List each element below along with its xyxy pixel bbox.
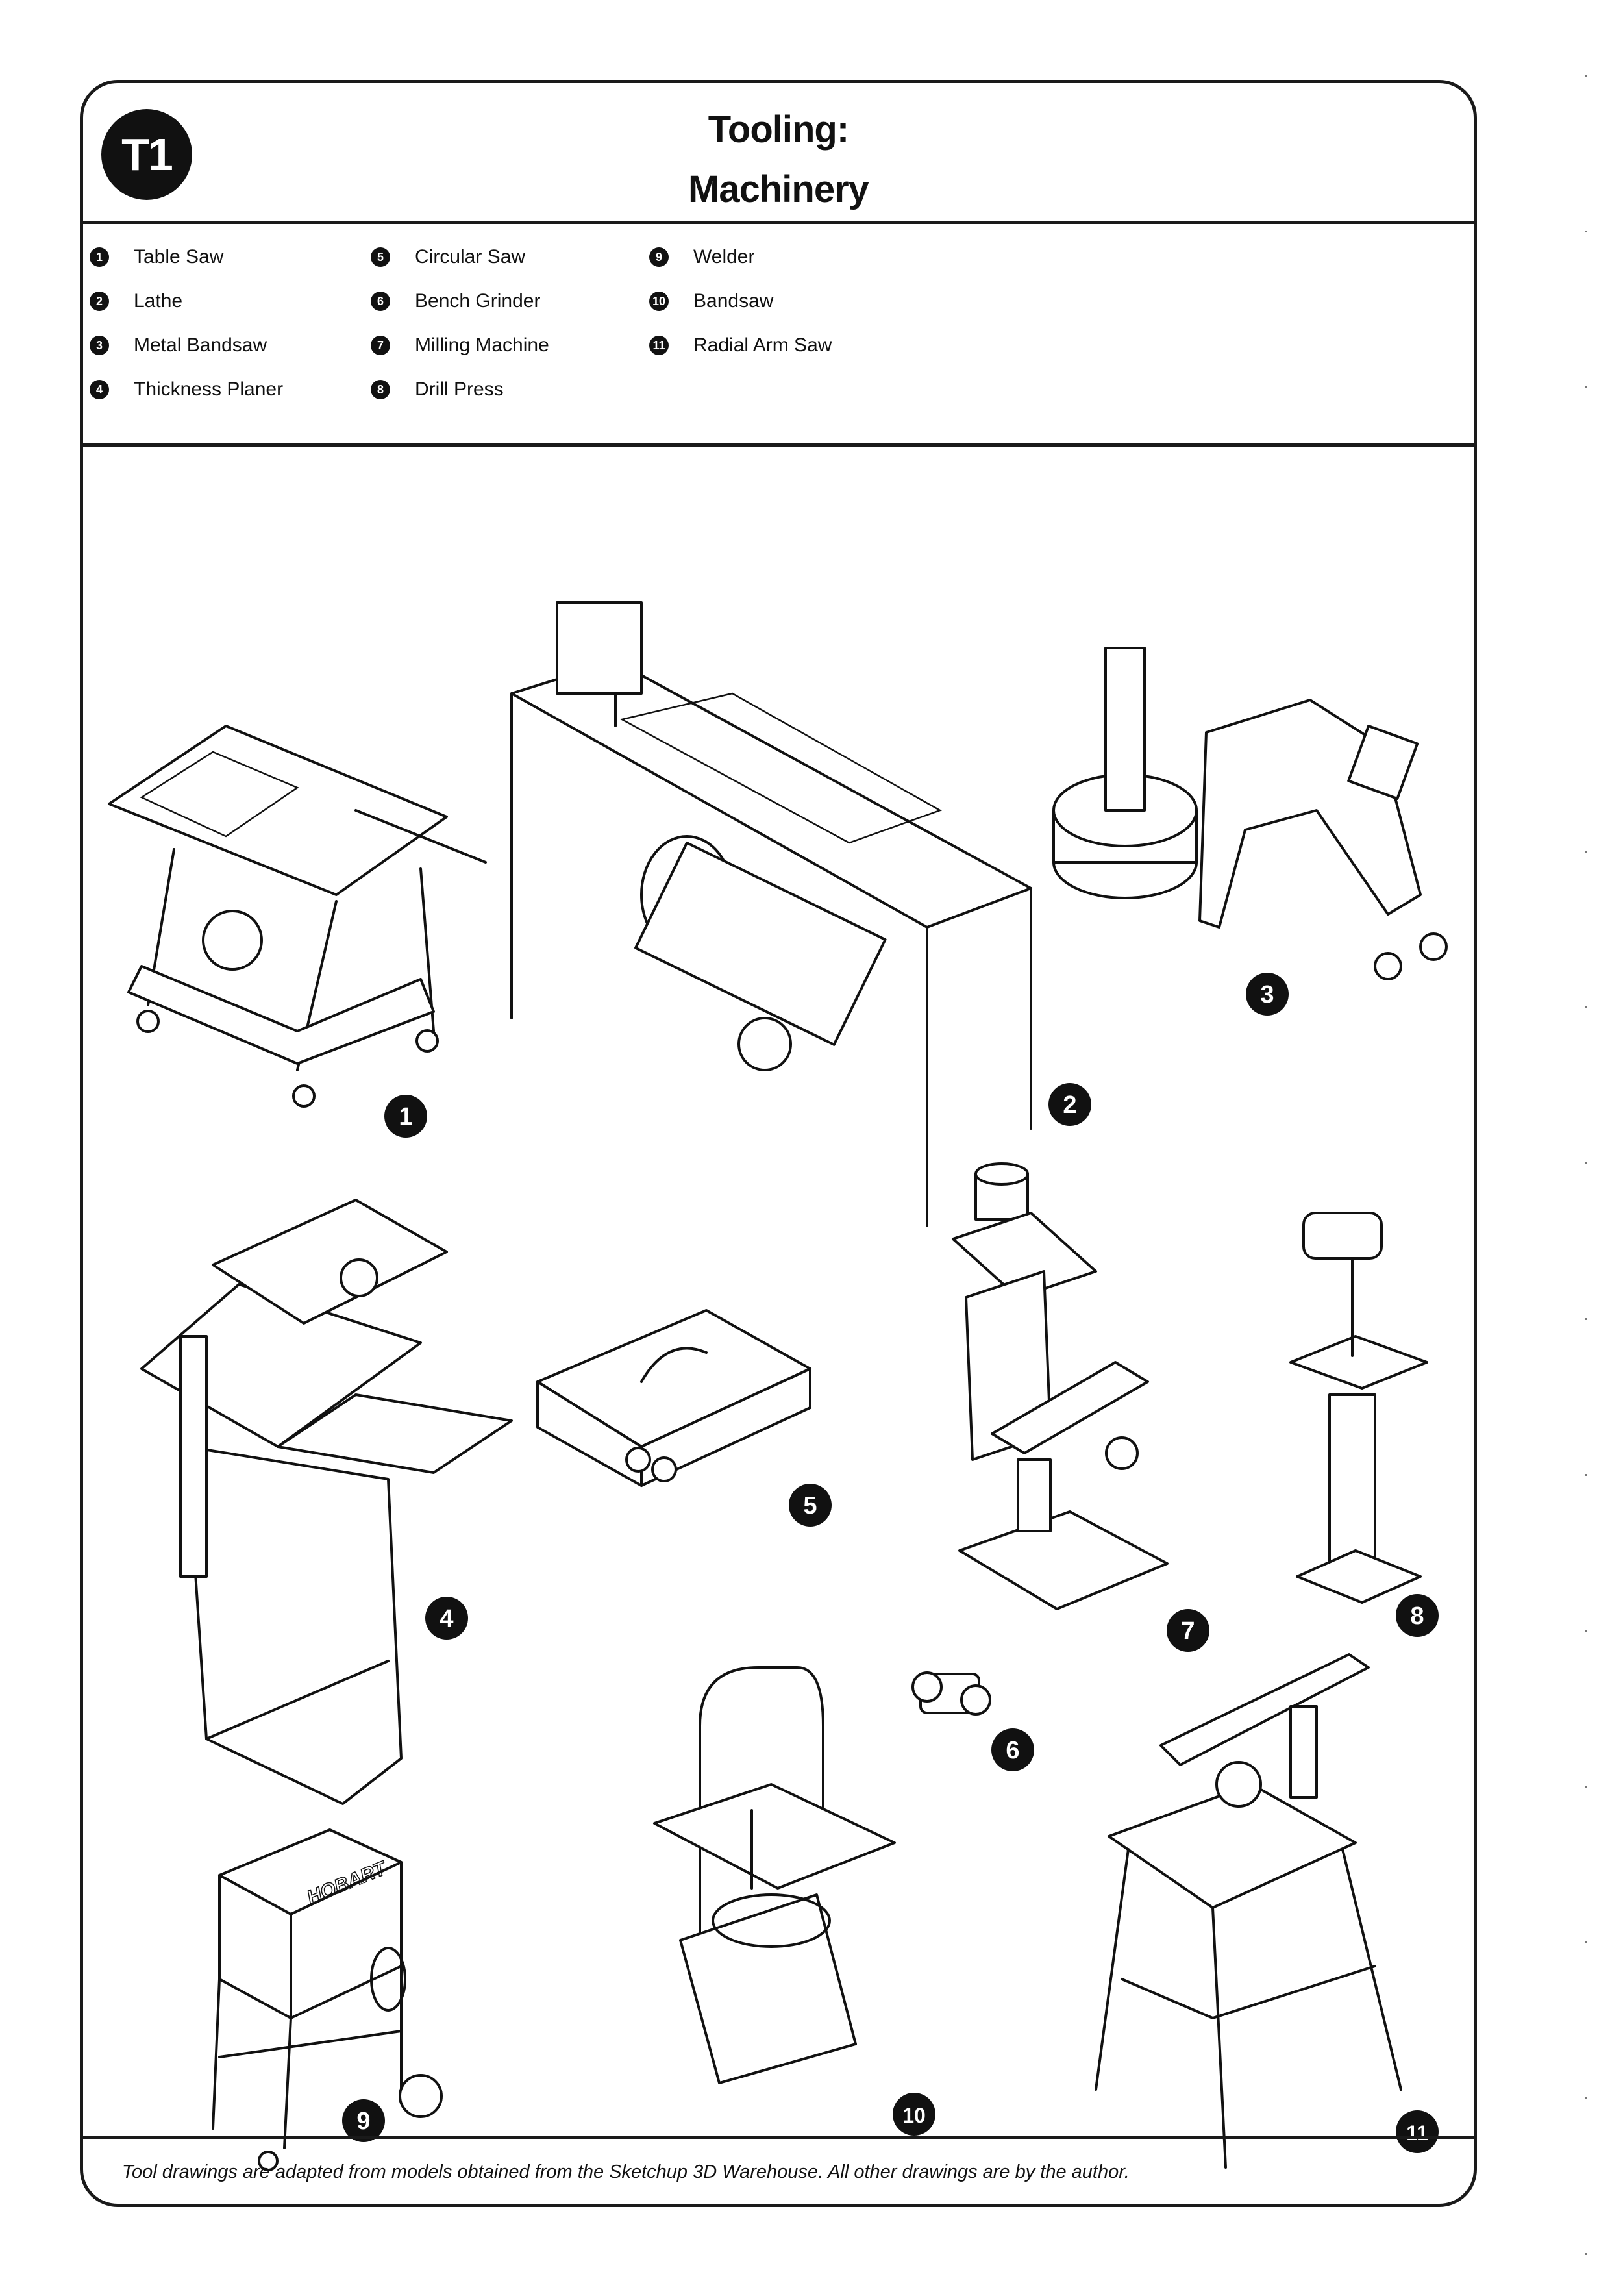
margin-mark [1585, 386, 1587, 388]
marker-number: 5 [803, 1492, 817, 1519]
margin-mark [1585, 1318, 1587, 1320]
legend-number: 4 [90, 380, 109, 399]
milling-machine-drawing [952, 1162, 1169, 1610]
marker-7: 7 [1167, 1609, 1209, 1652]
legend-number: 2 [90, 292, 109, 311]
marker-number: 4 [440, 1605, 453, 1632]
margin-mark [1585, 1941, 1587, 1943]
title-line-2: Machinery [688, 168, 869, 210]
circular-saw-drawing [536, 1309, 812, 1487]
marker-number: 8 [1410, 1603, 1424, 1630]
legend-item-4: 4 Thickness Planer [90, 377, 283, 403]
legend-label: Circular Saw [415, 246, 526, 268]
marker-8: 8 [1396, 1594, 1439, 1637]
legend-label: Bandsaw [693, 290, 774, 312]
legend-item-6: 6 Bench Grinder [371, 288, 540, 314]
legend-label: Table Saw [134, 246, 224, 268]
marker-number: 1 [399, 1103, 412, 1130]
marker-number: 10 [902, 2104, 926, 2127]
marker-number: 7 [1181, 1617, 1195, 1645]
legend-label: Welder [693, 246, 755, 268]
footer-note: Tool drawings are adapted from models ob… [122, 2162, 1130, 2182]
section-badge: T1 [101, 109, 192, 200]
sheet-frame: T1 Tooling: Machinery 1 Table Saw 2 Lathe … [80, 80, 1477, 2207]
legend-item-1: 1 Table Saw [90, 244, 223, 270]
margin-mark [1585, 1006, 1587, 1008]
legend-label: Drill Press [415, 379, 504, 400]
legend-number: 10 [649, 292, 669, 311]
radial-arm-saw-drawing [1095, 1653, 1402, 2169]
legend-item-9: 9 Welder [649, 244, 754, 270]
legend-item-2: 2 Lathe [90, 288, 182, 314]
margin-mark [1585, 851, 1587, 853]
legend-item-10: 10 Bandsaw [649, 288, 773, 314]
metal-bandsaw-drawing [1052, 647, 1448, 980]
margin-mark [1585, 2097, 1587, 2099]
legend-label: Bench Grinder [415, 290, 541, 312]
marker-2: 2 [1048, 1083, 1091, 1126]
legend-item-7: 7 Milling Machine [371, 332, 549, 358]
marker-3: 3 [1246, 973, 1289, 1016]
lathe-drawing [510, 601, 1032, 1227]
marker-10: 10 [893, 2093, 935, 2136]
legend-number: 6 [371, 292, 390, 311]
legend-number: 3 [90, 336, 109, 355]
header: T1 Tooling: Machinery [83, 83, 1474, 224]
margin-mark [1585, 1630, 1587, 1632]
legend-number: 5 [371, 247, 390, 267]
legend-item-8: 8 Drill Press [371, 377, 504, 403]
legend-number: 8 [371, 380, 390, 399]
legend-number: 1 [90, 247, 109, 267]
drill-press-drawing [1289, 1212, 1428, 1604]
machinery-illustrations: HOBART [108, 601, 1448, 2171]
legend-number: 9 [649, 247, 669, 267]
legend-label: Milling Machine [415, 334, 549, 356]
legend-item-3: 3 Metal Bandsaw [90, 332, 267, 358]
marker-5: 5 [789, 1484, 832, 1527]
drawing-area: HOBART [83, 447, 1474, 2177]
legend-item-11: 11 Radial Arm Saw [649, 332, 832, 358]
margin-mark [1585, 1162, 1587, 1164]
marker-number: 3 [1260, 981, 1274, 1008]
legend: 1 Table Saw 2 Lathe 3 Metal Bandsaw 4 Thickn… [83, 221, 1474, 447]
legend-number: 11 [649, 336, 669, 355]
legend-number: 7 [371, 336, 390, 355]
marker-number: 9 [356, 2108, 370, 2135]
marker-4: 4 [425, 1597, 468, 1640]
page-title: Tooling: Machinery [408, 100, 1149, 219]
margin-mark [1585, 1786, 1587, 1788]
table-saw-drawing [108, 725, 487, 1108]
marker-number: 6 [1006, 1737, 1019, 1764]
marker-11: 11 [1396, 2110, 1439, 2153]
legend-label: Metal Bandsaw [134, 334, 267, 356]
margin-mark [1585, 231, 1587, 232]
bandsaw-drawing [653, 1666, 896, 2084]
marker-9: 9 [342, 2099, 385, 2142]
margin-mark [1585, 1474, 1587, 1476]
bench-grinder-drawing [911, 1671, 991, 1716]
margin-mark [1585, 2253, 1587, 2255]
legend-label: Radial Arm Saw [693, 334, 832, 356]
marker-number: 2 [1063, 1092, 1076, 1119]
marker-number: 11 [1406, 2121, 1428, 2145]
legend-item-5: 5 Circular Saw [371, 244, 525, 270]
title-line-1: Tooling: [708, 108, 849, 151]
legend-label: Thickness Planer [134, 379, 284, 400]
welder-drawing: HOBART [212, 1828, 443, 2171]
legend-label: Lathe [134, 290, 183, 312]
margin-mark [1585, 75, 1587, 77]
footer: Tool drawings are adapted from models ob… [83, 2136, 1474, 2204]
marker-1: 1 [384, 1095, 427, 1138]
marker-6: 6 [991, 1728, 1034, 1771]
thickness-planer-drawing [140, 1199, 513, 1805]
